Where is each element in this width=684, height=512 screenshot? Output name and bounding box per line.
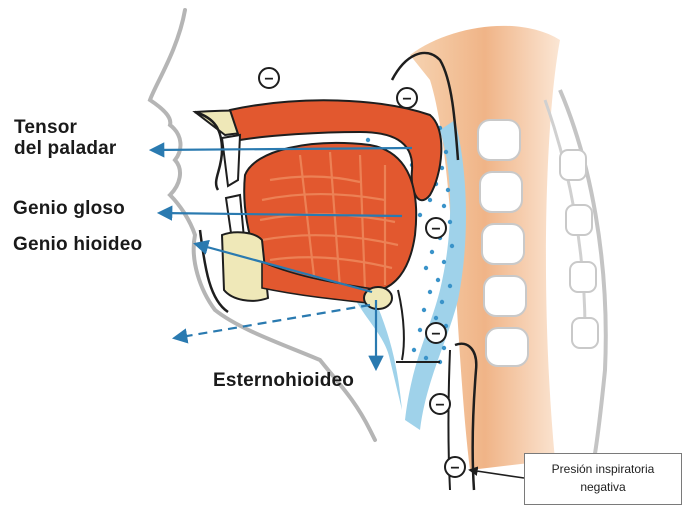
pressure-sign: −: [431, 326, 440, 343]
legend-box: Presión inspiratoria negativa: [524, 453, 682, 505]
pressure-sign: −: [264, 71, 273, 88]
esternohioideo-label: Esternohioideo: [213, 370, 354, 391]
tensor-label-line2: del paladar: [14, 138, 117, 159]
tensor-label-line1: Tensor: [14, 117, 77, 138]
pressure-sign: −: [435, 397, 444, 414]
legend-line2: negativa: [525, 478, 681, 496]
genio-gloso-label: Genio gloso: [13, 198, 125, 219]
mandible: [222, 232, 268, 301]
dashed-arrow: [175, 305, 370, 338]
legend-pointer-arrow: [470, 470, 524, 478]
pressure-sign: −: [431, 221, 440, 238]
pressure-sign: −: [402, 91, 411, 108]
genio-hioideo-label: Genio hioideo: [13, 234, 142, 255]
pressure-sign: −: [450, 460, 459, 477]
legend-line1: Presión inspiratoria: [525, 460, 681, 478]
tensor-del-paladar-label: Tensor del paladar: [14, 117, 154, 159]
upper-incisor: [222, 135, 240, 186]
